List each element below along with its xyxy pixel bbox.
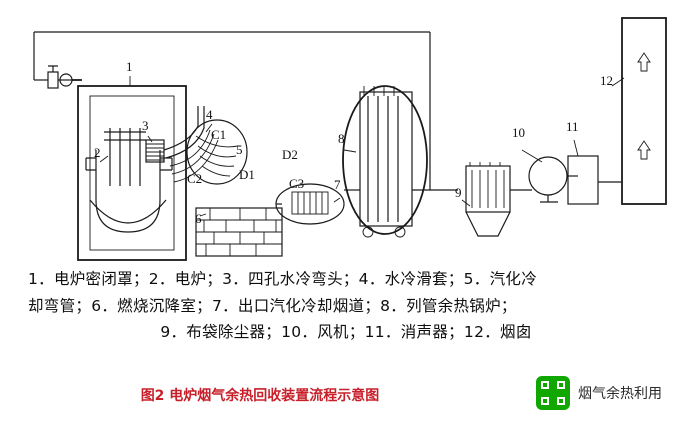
account-brand[interactable]: 烟气余热利用 xyxy=(536,376,662,410)
detail-label-c2: C2 xyxy=(187,171,203,186)
leader-12 xyxy=(611,77,625,87)
chimney xyxy=(621,17,667,205)
fan xyxy=(528,156,578,203)
brand-name: 烟气余热利用 xyxy=(578,386,662,402)
figure-caption: 图2 电炉烟气余热回收装置流程示意图 xyxy=(140,388,380,404)
callout-7: 7 xyxy=(334,177,341,192)
leader-2 xyxy=(99,155,109,163)
waste-heat-boiler xyxy=(342,85,458,238)
detail-label-d1: D1 xyxy=(239,167,255,182)
callout-6: 6 xyxy=(195,211,202,226)
outlet-flue-detail xyxy=(275,183,345,225)
legend-line-2: 却弯管；6．燃烧沉降室；7．出口汽化冷却烟道；8．列管余热锅炉； xyxy=(28,296,517,315)
callout-5: 5 xyxy=(236,142,243,157)
detail-label-d2: D2 xyxy=(282,147,298,162)
qr-code-icon xyxy=(536,376,570,410)
legend-text: 1．电炉密闭罩；2．电炉；3．四孔水冷弯头；4．水冷滑套；5．汽化冷 却弯管；6… xyxy=(28,266,664,346)
settling-chamber xyxy=(195,207,283,257)
callout-10: 10 xyxy=(512,125,525,140)
leader-4 xyxy=(205,123,213,133)
detail-label-c1: C1 xyxy=(211,127,227,142)
leader-8 xyxy=(343,149,357,153)
callout-2: 2 xyxy=(94,145,101,160)
callout-1: 1 xyxy=(126,59,133,74)
process-flow-diagram: 1 2 3 4 5 6 7 8 9 10 11 12 C1 C2 C3 D1 D… xyxy=(33,17,667,261)
callout-12: 12 xyxy=(600,73,613,88)
bag-filter xyxy=(465,162,532,237)
leader-6 xyxy=(199,213,207,217)
furnace-enclosure xyxy=(77,85,187,261)
leader-3 xyxy=(147,135,153,143)
callout-4: 4 xyxy=(206,107,213,122)
leader-9 xyxy=(461,199,471,207)
inlet-valve xyxy=(34,65,82,89)
legend-line-1: 1．电炉密闭罩；2．电炉；3．四孔水冷弯头；4．水冷滑套；5．汽化冷 xyxy=(28,270,538,288)
water-cooled-elbow xyxy=(145,139,165,163)
vaporization-cooling-bend xyxy=(163,106,248,185)
leader-7 xyxy=(333,197,341,203)
callout-8: 8 xyxy=(338,131,345,146)
diagram-svg xyxy=(33,17,667,261)
callout-11: 11 xyxy=(566,119,579,134)
leader-10 xyxy=(521,149,543,163)
legend-line-3: 9．布袋除尘器；10．风机；11．消声器；12．烟囱 xyxy=(160,323,532,342)
leader-11 xyxy=(573,139,579,157)
silencer xyxy=(567,155,622,205)
detail-label-c3: C3 xyxy=(289,176,305,191)
callout-3: 3 xyxy=(142,118,149,133)
electric-furnace xyxy=(85,128,173,233)
callout-9: 9 xyxy=(455,185,462,200)
